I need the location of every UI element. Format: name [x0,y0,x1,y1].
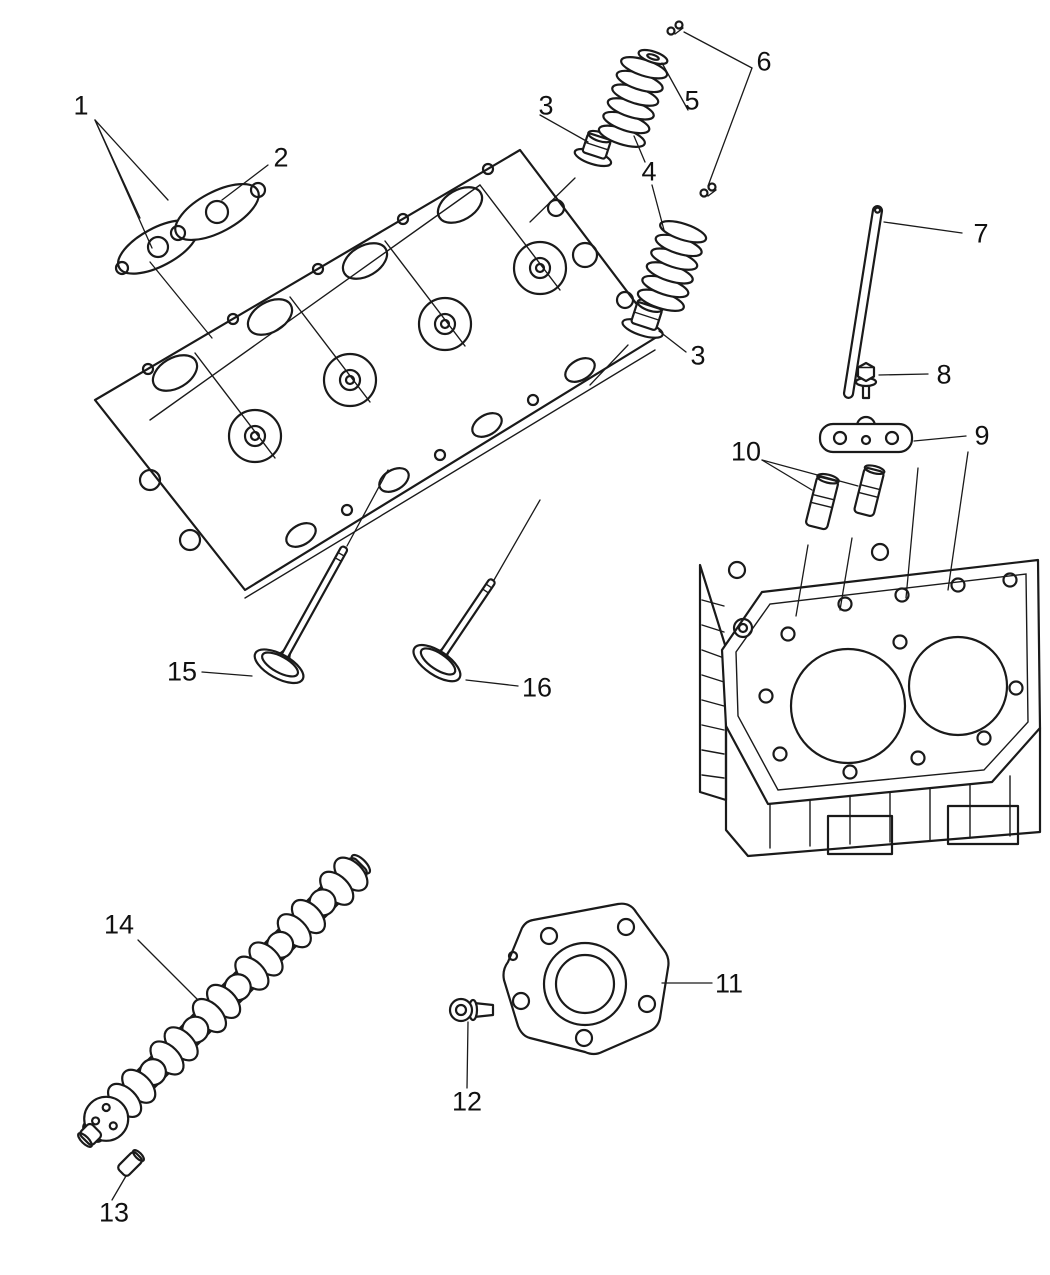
callout-6: 6 [756,46,772,77]
cam-thrust-plate [502,902,670,1056]
callout-8: 8 [936,359,952,390]
valve-spring-upper [597,56,669,148]
valve-locks-lower [699,182,717,198]
plate-bolt [448,997,495,1023]
alignment-lines [149,177,969,617]
cylinder-head [93,148,662,599]
callout-11: 11 [714,968,744,999]
lifter-right [853,464,886,517]
pushrod [842,205,884,399]
callout-16: 16 [521,672,553,703]
callout-2: 2 [273,142,289,173]
rocker-arms [114,181,267,276]
valve-spring-lower [636,220,708,312]
callout-7: 7 [973,218,989,249]
lifter-left [805,472,840,531]
camshaft [77,853,372,1148]
valve-stem-seal-lower [621,298,664,339]
callout-1: 1 [73,90,89,121]
valve-locks-upper [666,20,684,36]
valve-16 [412,578,496,683]
callout-14: 14 [103,909,135,940]
spring-retainer [637,48,669,66]
dowel-pin [117,1149,145,1177]
callout-15: 15 [166,656,198,687]
callout-3-upper: 3 [538,90,554,121]
callout-3-lower: 3 [690,340,706,371]
callout-5: 5 [684,85,700,116]
rocker-bolt [854,361,878,400]
callout-9: 9 [974,420,990,451]
rocker-pedestal [818,415,914,454]
callout-10: 10 [730,436,762,467]
callout-13: 13 [98,1197,130,1228]
callout-12: 12 [451,1086,483,1117]
leader-lines [94,31,967,1201]
callout-4: 4 [641,156,657,187]
valve-15 [253,545,349,685]
engine-block [698,542,1042,858]
